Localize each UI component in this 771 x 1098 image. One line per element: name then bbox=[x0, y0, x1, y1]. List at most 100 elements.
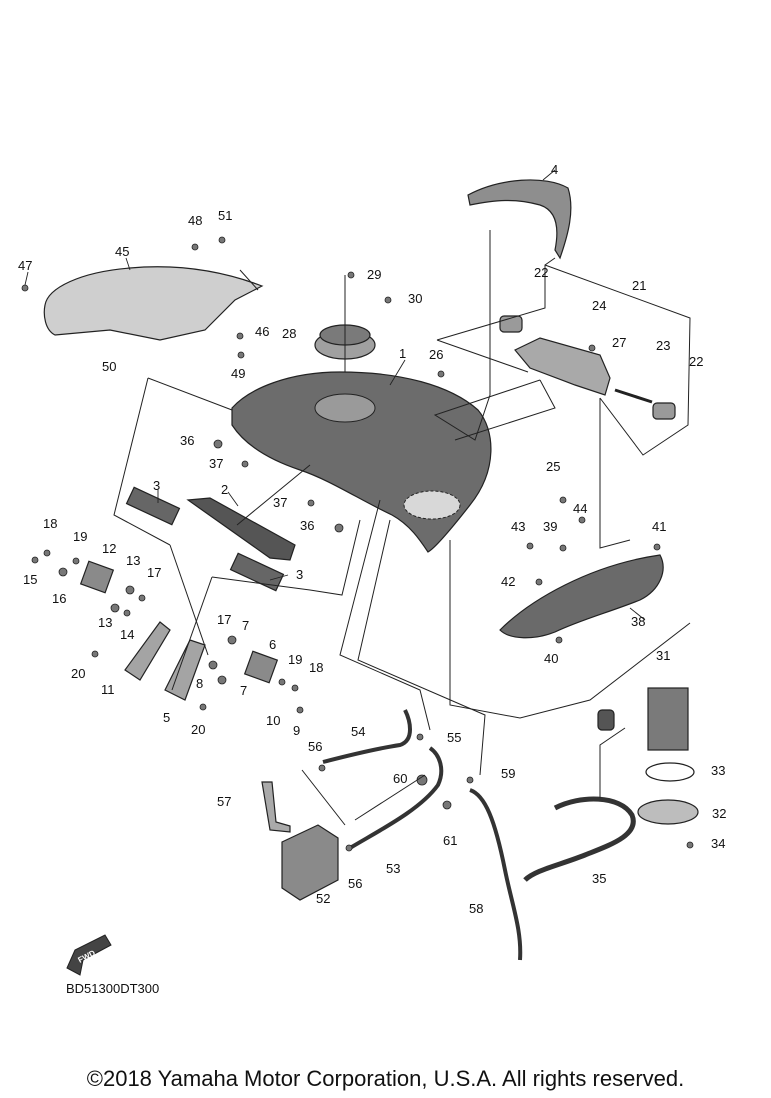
callout-56: 56 bbox=[348, 876, 362, 891]
callout-27: 27 bbox=[612, 335, 626, 350]
callout-45: 45 bbox=[115, 244, 129, 259]
hose-54 bbox=[322, 709, 412, 764]
callout-leaders bbox=[24, 169, 646, 621]
fuel-pump bbox=[597, 687, 689, 751]
bracket-57 bbox=[261, 781, 291, 833]
bracket-11 bbox=[124, 621, 171, 681]
hose-58 bbox=[469, 788, 523, 961]
callout-17: 17 bbox=[147, 565, 161, 580]
canister bbox=[281, 824, 339, 901]
callout-20: 20 bbox=[191, 722, 205, 737]
bracket-assy bbox=[514, 337, 611, 396]
callout-12: 12 bbox=[102, 541, 116, 556]
callout-44: 44 bbox=[573, 501, 587, 516]
callout-7: 7 bbox=[242, 618, 249, 633]
callout-51: 51 bbox=[218, 208, 232, 223]
callout-23: 23 bbox=[656, 338, 670, 353]
callout-36: 36 bbox=[300, 518, 314, 533]
bracket-5 bbox=[164, 639, 206, 701]
bolt-23 bbox=[614, 388, 653, 404]
callout-22: 22 bbox=[534, 265, 548, 280]
copyright-notice: ©2018 Yamaha Motor Corporation, U.S.A. A… bbox=[86, 1066, 685, 1091]
callout-52: 52 bbox=[316, 891, 330, 906]
callout-17: 17 bbox=[217, 612, 231, 627]
callout-19: 19 bbox=[288, 652, 302, 667]
callout-25: 25 bbox=[546, 459, 560, 474]
fuel-tank bbox=[231, 371, 492, 553]
drawing-code: BD51300DT300 bbox=[66, 981, 160, 996]
callout-26: 26 bbox=[429, 347, 443, 362]
callout-59: 59 bbox=[501, 766, 515, 781]
callout-56: 56 bbox=[308, 739, 322, 754]
callout-61: 61 bbox=[443, 833, 457, 848]
callout-5: 5 bbox=[163, 710, 170, 725]
callout-47: 47 bbox=[18, 258, 32, 273]
callout-41: 41 bbox=[652, 519, 666, 534]
callout-19: 19 bbox=[73, 529, 87, 544]
callout-3: 3 bbox=[153, 478, 160, 493]
callout-29: 29 bbox=[367, 267, 381, 282]
callout-10: 10 bbox=[266, 713, 280, 728]
callout-55: 55 bbox=[447, 730, 461, 745]
callout-40: 40 bbox=[544, 651, 558, 666]
callout-31: 31 bbox=[656, 648, 670, 663]
callout-18: 18 bbox=[309, 660, 323, 675]
callout-49: 49 bbox=[231, 366, 245, 381]
callout-22: 22 bbox=[689, 354, 703, 369]
callout-42: 42 bbox=[501, 574, 515, 589]
callout-34: 34 bbox=[711, 836, 725, 851]
callout-11: 11 bbox=[101, 682, 115, 697]
callout-36: 36 bbox=[180, 433, 194, 448]
fwd-arrow-icon: FWD bbox=[66, 934, 112, 976]
callout-14: 14 bbox=[120, 627, 134, 642]
callout-48: 48 bbox=[188, 213, 202, 228]
callout-1: 1 bbox=[399, 346, 406, 361]
callout-33: 33 bbox=[711, 763, 725, 778]
callout-20: 20 bbox=[71, 666, 85, 681]
callout-3: 3 bbox=[296, 567, 303, 582]
callout-24: 24 bbox=[592, 298, 606, 313]
damper-22-right bbox=[652, 402, 676, 420]
tank-cover-left bbox=[43, 266, 264, 341]
callout-28: 28 bbox=[282, 326, 296, 341]
callout-60: 60 bbox=[393, 771, 407, 786]
gasket-33 bbox=[645, 762, 695, 782]
callout-32: 32 bbox=[712, 806, 726, 821]
callout-38: 38 bbox=[631, 614, 645, 629]
callout-4: 4 bbox=[551, 162, 558, 177]
callout-39: 39 bbox=[543, 519, 557, 534]
callout-37: 37 bbox=[273, 495, 287, 510]
callout-54: 54 bbox=[351, 724, 365, 739]
callout-8: 8 bbox=[196, 676, 203, 691]
callout-53: 53 bbox=[386, 861, 400, 876]
leader-lines bbox=[113, 230, 691, 826]
callout-43: 43 bbox=[511, 519, 525, 534]
callout-46: 46 bbox=[255, 324, 269, 339]
side-cover bbox=[499, 554, 664, 639]
pad-3-lower bbox=[229, 552, 285, 592]
callout-35: 35 bbox=[592, 871, 606, 886]
top-cover bbox=[467, 179, 572, 260]
holder-6 bbox=[243, 650, 279, 684]
callout-16: 16 bbox=[52, 591, 66, 606]
hose-53 bbox=[348, 746, 444, 850]
callout-15: 15 bbox=[23, 572, 37, 587]
callout-2: 2 bbox=[221, 482, 228, 497]
callout-58: 58 bbox=[469, 901, 483, 916]
callout-13: 13 bbox=[126, 553, 140, 568]
callout-7: 7 bbox=[240, 683, 247, 698]
callout-13: 13 bbox=[98, 615, 112, 630]
hose-35 bbox=[523, 796, 636, 882]
pad-3-upper bbox=[125, 486, 181, 526]
callout-37: 37 bbox=[209, 456, 223, 471]
holder-12 bbox=[79, 560, 115, 594]
plate-32 bbox=[637, 799, 699, 825]
callouts: 1 2 3 3 4 5 6 7 7 8 9 10 11 12 13 13 14 … bbox=[18, 162, 726, 916]
callout-6: 6 bbox=[269, 637, 276, 652]
callout-18: 18 bbox=[43, 516, 57, 531]
fasteners bbox=[21, 236, 694, 852]
callout-9: 9 bbox=[293, 723, 300, 738]
callout-21: 21 bbox=[632, 278, 646, 293]
callout-50: 50 bbox=[102, 359, 116, 374]
